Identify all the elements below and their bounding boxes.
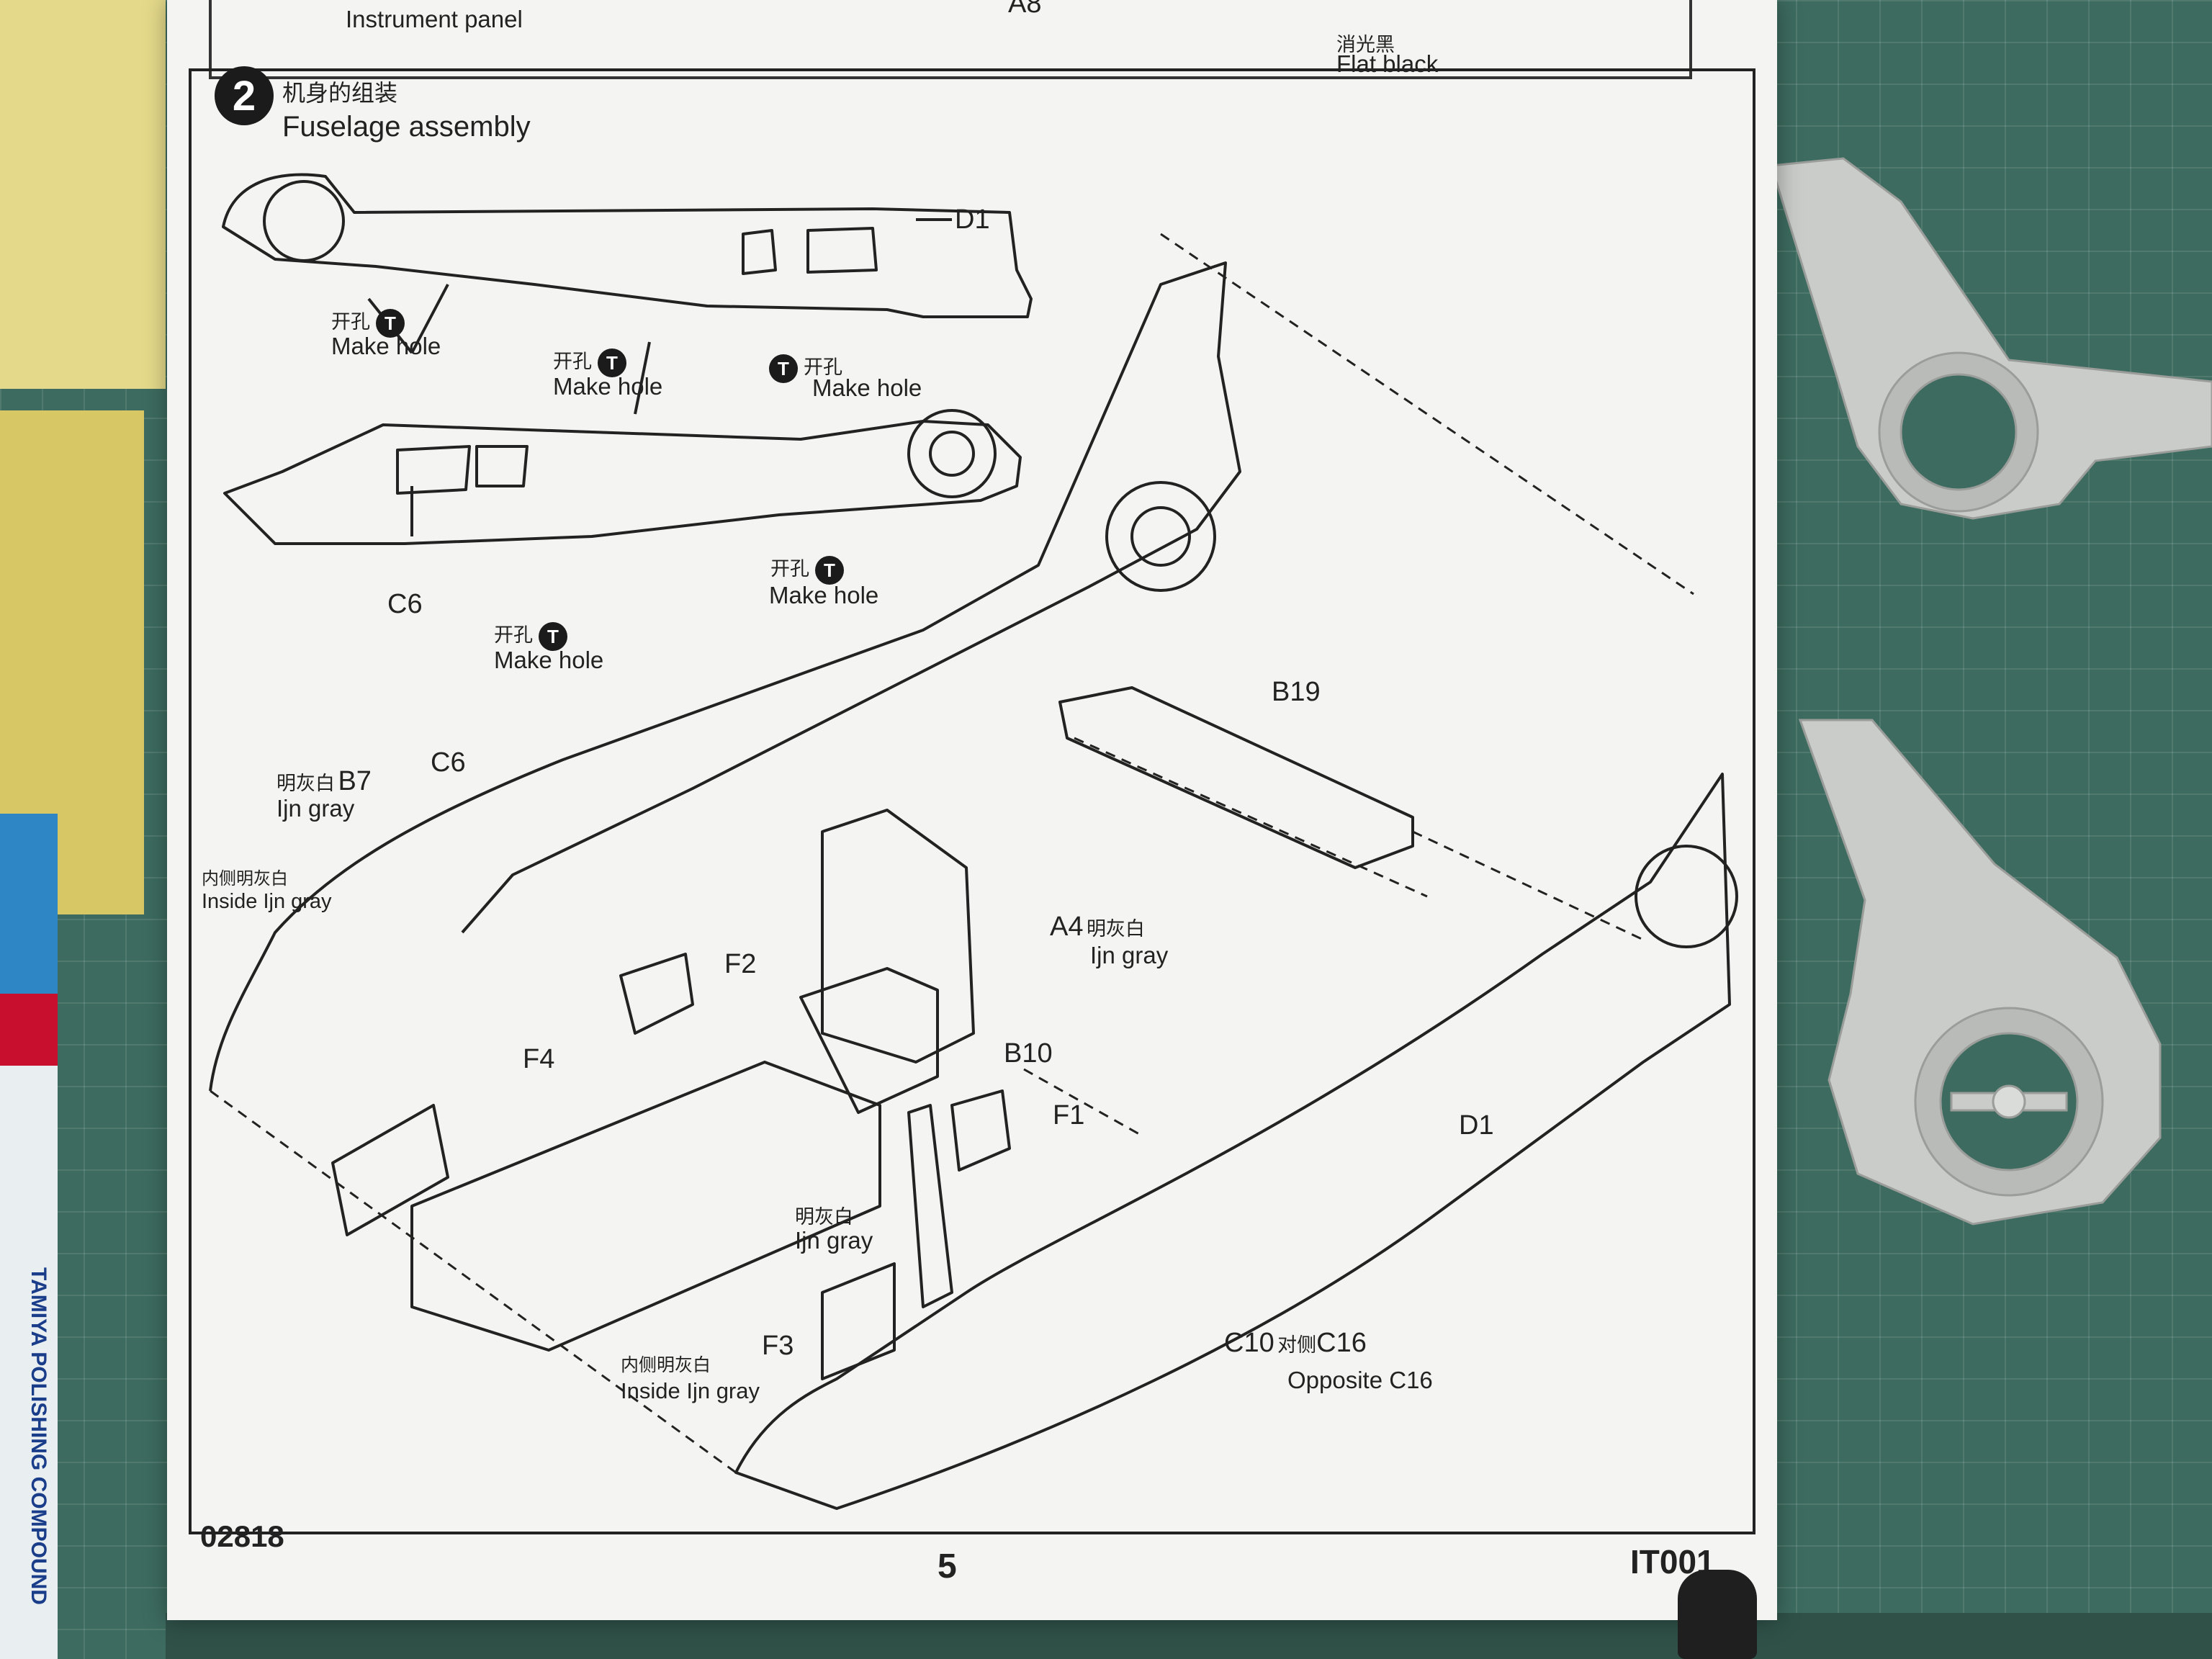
make-hole-en-5: Make hole bbox=[494, 647, 604, 673]
part-label-b19: B19 bbox=[1272, 677, 1321, 707]
c10-callout: C10 对侧C16 bbox=[1224, 1328, 1367, 1359]
make-hole-cn: 开孔 bbox=[494, 624, 533, 646]
drill-icon: T bbox=[376, 308, 405, 338]
make-hole-en-1: Make hole bbox=[331, 333, 441, 359]
page-number: 5 bbox=[938, 1547, 957, 1586]
make-hole-en-4: Make hole bbox=[769, 582, 879, 608]
part-label-a8: A8 bbox=[1008, 0, 1042, 19]
make-hole-callout-3: T 开孔 bbox=[769, 351, 842, 383]
part-label-b7: B7 bbox=[338, 766, 372, 796]
step-number-badge: 2 bbox=[215, 66, 274, 125]
step-title-cn: 机身的组装 bbox=[282, 80, 398, 106]
make-hole-callout-1: 开孔 T bbox=[331, 306, 405, 338]
inside-paint-en-2: Inside Ijn gray bbox=[621, 1378, 760, 1403]
paint-en-flat-black: Flat black bbox=[1336, 50, 1439, 77]
opposite-cn: 对侧 bbox=[1277, 1334, 1317, 1356]
part-label-c16: C16 bbox=[1316, 1328, 1367, 1358]
paint-en-b7: Ijn gray bbox=[276, 795, 355, 822]
paint-en-b10: Ijn gray bbox=[795, 1227, 873, 1254]
previous-step-frame bbox=[209, 0, 1692, 79]
assembly-diagram bbox=[209, 173, 1738, 1510]
make-hole-callout-4: 开孔 T bbox=[770, 553, 844, 585]
part-label-c6-side: C6 bbox=[387, 589, 423, 619]
masking-tape bbox=[0, 0, 166, 389]
part-label-d1-3d: D1 bbox=[1459, 1110, 1494, 1141]
tool-tip bbox=[1678, 1570, 1757, 1659]
product-code: 02818 bbox=[200, 1519, 284, 1553]
make-hole-callout-2: 开孔 T bbox=[553, 346, 626, 377]
opposite-en: Opposite C16 bbox=[1287, 1367, 1433, 1393]
inside-paint-en-1: Inside Ijn gray bbox=[202, 890, 332, 913]
part-label-f1: F1 bbox=[1053, 1100, 1085, 1130]
tube-label: TAMIYA POLISHING COMPOUND bbox=[27, 1267, 50, 1605]
b7-callout: 明灰白 B7 bbox=[276, 766, 372, 797]
part-label-b10: B10 bbox=[1004, 1038, 1053, 1069]
paint-cn-b10: 明灰白 bbox=[795, 1206, 853, 1228]
drill-icon: T bbox=[598, 348, 626, 377]
make-hole-cn: 开孔 bbox=[770, 558, 809, 580]
make-hole-en-3: Make hole bbox=[812, 374, 922, 401]
part-label-c10: C10 bbox=[1224, 1328, 1274, 1358]
a4-callout: A4 明灰白 bbox=[1050, 912, 1145, 943]
make-hole-callout-5: 开孔 T bbox=[494, 619, 567, 651]
drill-icon: T bbox=[539, 621, 567, 651]
part-label-f4: F4 bbox=[523, 1044, 555, 1074]
step-title-en: Fuselage assembly bbox=[282, 111, 531, 143]
tube-logo-band bbox=[0, 994, 58, 1066]
part-label-c6-3d: C6 bbox=[431, 747, 466, 778]
paint-cn-a4: 明灰白 bbox=[1086, 918, 1145, 940]
make-hole-cn: 开孔 bbox=[553, 351, 592, 372]
paint-cn-b7: 明灰白 bbox=[276, 773, 335, 794]
part-label-d1-top: D1 bbox=[955, 204, 990, 235]
paint-cn-flat-black: 消光黑 bbox=[1336, 34, 1395, 55]
make-hole-cn: 开孔 bbox=[331, 311, 370, 333]
inside-paint-cn-1: 内侧明灰白 bbox=[202, 869, 288, 889]
part-label-a4: A4 bbox=[1050, 912, 1084, 942]
instrument-panel-label: Instrument panel bbox=[346, 6, 523, 32]
make-hole-cn: 开孔 bbox=[804, 356, 842, 378]
inside-paint-cn-2: 内侧明灰白 bbox=[621, 1355, 711, 1375]
mat-edge bbox=[166, 1613, 2212, 1659]
step-frame bbox=[189, 68, 1755, 1534]
tube-cap bbox=[0, 814, 58, 994]
part-label-f3: F3 bbox=[762, 1331, 794, 1361]
make-hole-en-2: Make hole bbox=[553, 373, 663, 400]
part-label-f2: F2 bbox=[724, 949, 757, 979]
drill-icon: T bbox=[815, 555, 844, 585]
plastic-tail-parts bbox=[1770, 157, 2212, 1226]
paint-en-a4: Ijn gray bbox=[1090, 942, 1169, 968]
drill-icon: T bbox=[769, 354, 798, 383]
instruction-sheet bbox=[167, 0, 1777, 1620]
